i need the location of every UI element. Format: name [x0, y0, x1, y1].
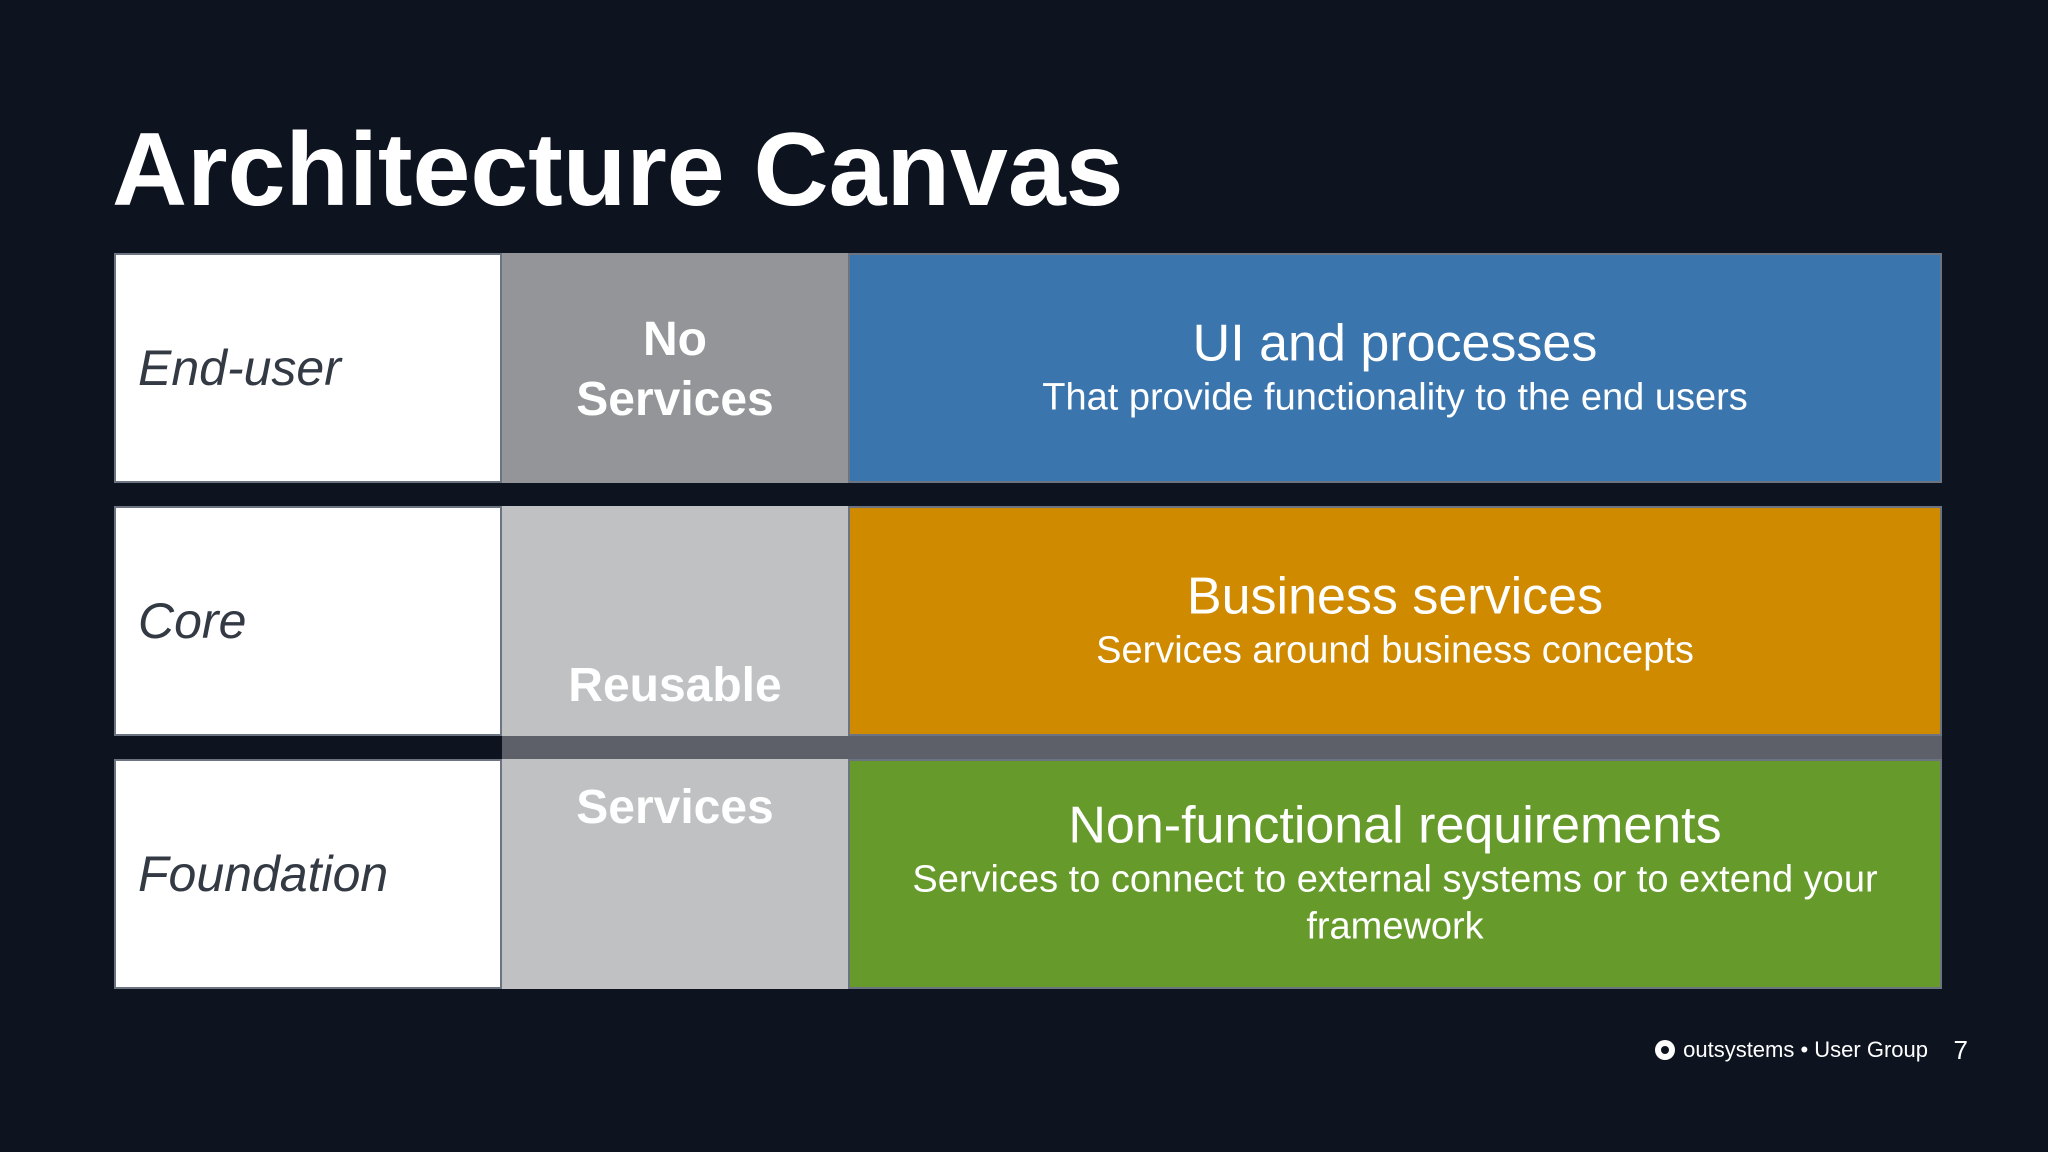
layer-description: That provide functionality to the end us… — [1042, 376, 1748, 419]
layer-label-cell: End-user — [114, 253, 502, 483]
no-services-label-line1: No — [643, 313, 707, 366]
no-services-label-line2: Services — [576, 373, 774, 426]
layer-row-end-user: End-user UI and processes That provide f… — [114, 253, 1942, 483]
layer-label-cell: Core — [114, 506, 502, 736]
reusable-services-divider — [502, 736, 1942, 759]
page-number: 7 — [1953, 1035, 1968, 1065]
footer-brand-text: outsystems • User Group — [1683, 1037, 1928, 1062]
layer-heading: Non-functional requirements — [1068, 796, 1722, 855]
services-label: Services — [576, 781, 774, 834]
layer-row-foundation: Foundation Non-functional requirements S… — [114, 759, 1942, 989]
reusable-label: Reusable — [568, 659, 782, 712]
circle-logo-icon — [1655, 1040, 1676, 1060]
layer-description-cell: UI and processes That provide functional… — [848, 253, 1942, 483]
layer-label: Core — [138, 593, 247, 649]
layer-description: Services to connect to external systems … — [912, 858, 1878, 948]
layer-row-core: Core Business services Services around b… — [114, 506, 1942, 736]
no-services-label: No Services — [502, 310, 848, 430]
reusable-services-block-top — [502, 506, 848, 736]
layer-description: Services around business concepts — [1096, 629, 1694, 672]
slide-title: Architecture Canvas — [112, 112, 1124, 228]
reusable-services-block-bottom — [502, 759, 848, 989]
layer-heading: Business services — [1186, 567, 1604, 626]
layer-description-cell: Non-functional requirements Services to … — [848, 759, 1942, 989]
layer-heading: UI and processes — [1192, 314, 1598, 373]
no-services-block — [502, 253, 848, 483]
layer-description-cell: Business services Services around busine… — [848, 506, 1942, 736]
layer-label-cell: Foundation — [114, 759, 502, 989]
layer-label: Foundation — [138, 846, 389, 902]
layer-label: End-user — [138, 340, 341, 396]
footer-brand: outsystems • User Group — [1655, 1037, 1928, 1063]
